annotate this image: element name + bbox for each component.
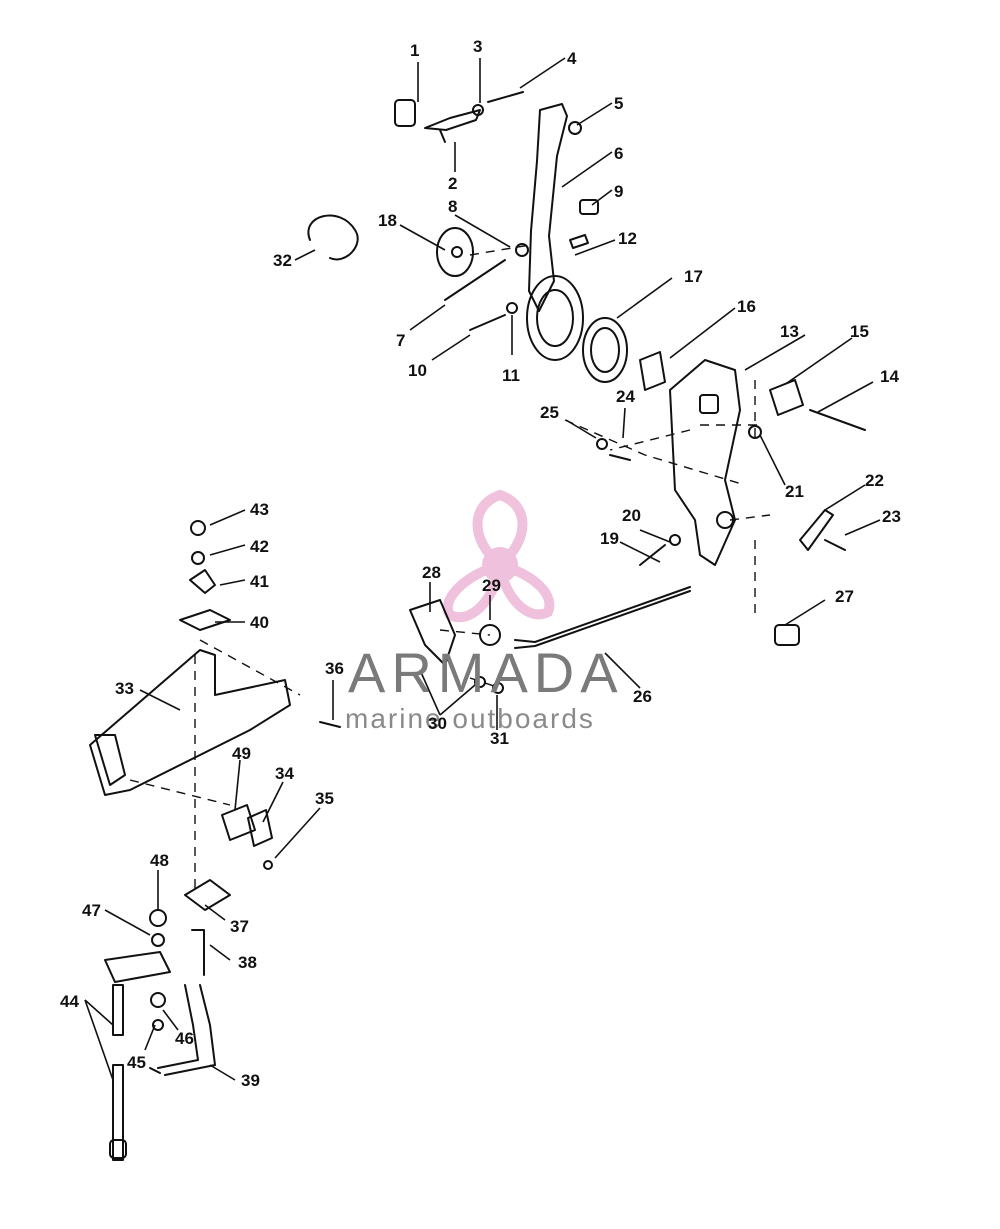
callout-26: 26	[633, 687, 652, 706]
callout-44: 44	[60, 992, 79, 1011]
callout-45: 45	[127, 1053, 146, 1072]
callout-48: 48	[150, 851, 169, 870]
bracket-assembly	[89, 520, 341, 911]
callout-28: 28	[422, 563, 441, 582]
watermark-subtitle: marine outboards	[345, 703, 595, 734]
callout-23: 23	[882, 507, 901, 526]
callout-19: 19	[600, 529, 619, 548]
callout-7: 7	[396, 331, 406, 350]
callout-22: 22	[865, 471, 884, 490]
callout-32: 32	[273, 251, 292, 270]
callout-8: 8	[448, 197, 458, 216]
callout-37: 37	[230, 917, 249, 936]
callout-42: 42	[250, 537, 269, 556]
callout-30: 30	[428, 714, 447, 733]
callout-49: 49	[232, 744, 251, 763]
callout-12: 12	[618, 229, 637, 248]
callout-39: 39	[241, 1071, 260, 1090]
watermark-logo	[443, 489, 555, 622]
callout-43: 43	[250, 500, 269, 519]
callout-35: 35	[315, 789, 334, 808]
callout-24: 24	[616, 387, 635, 406]
lower-linkage-assembly	[104, 909, 216, 1161]
callout-21: 21	[785, 482, 804, 501]
callout-34: 34	[275, 764, 294, 783]
callout-27: 27	[835, 587, 854, 606]
throttle-arm-assembly	[307, 91, 666, 391]
spark-lever-assembly	[596, 359, 866, 646]
callout-14: 14	[880, 367, 899, 386]
callout-31: 31	[490, 729, 509, 748]
callout-5: 5	[614, 94, 624, 113]
callout-3: 3	[473, 37, 483, 56]
watermark-title: ARMADA	[348, 641, 624, 704]
callout-6: 6	[614, 144, 624, 163]
callout-2: 2	[448, 174, 458, 193]
callout-25: 25	[540, 403, 559, 422]
callout-29: 29	[482, 576, 501, 595]
leader-lines	[84, 57, 881, 1081]
callout-1: 1	[410, 41, 420, 60]
callout-18: 18	[378, 211, 397, 230]
callout-33: 33	[115, 679, 134, 698]
link-rod-assembly	[409, 586, 691, 694]
callout-36: 36	[325, 659, 344, 678]
alignment-lines	[129, 244, 771, 895]
callout-15: 15	[850, 322, 869, 341]
callout-41: 41	[250, 572, 269, 591]
callout-40: 40	[250, 613, 269, 632]
callout-17: 17	[684, 267, 703, 286]
callout-9: 9	[614, 182, 624, 201]
callout-20: 20	[622, 506, 641, 525]
callout-16: 16	[737, 297, 756, 316]
callout-4: 4	[567, 49, 577, 68]
callout-11: 11	[502, 366, 520, 385]
callout-46: 46	[175, 1029, 194, 1048]
callout-10: 10	[408, 361, 427, 380]
callout-38: 38	[238, 953, 257, 972]
callout-13: 13	[780, 322, 799, 341]
callout-47: 47	[82, 901, 101, 920]
